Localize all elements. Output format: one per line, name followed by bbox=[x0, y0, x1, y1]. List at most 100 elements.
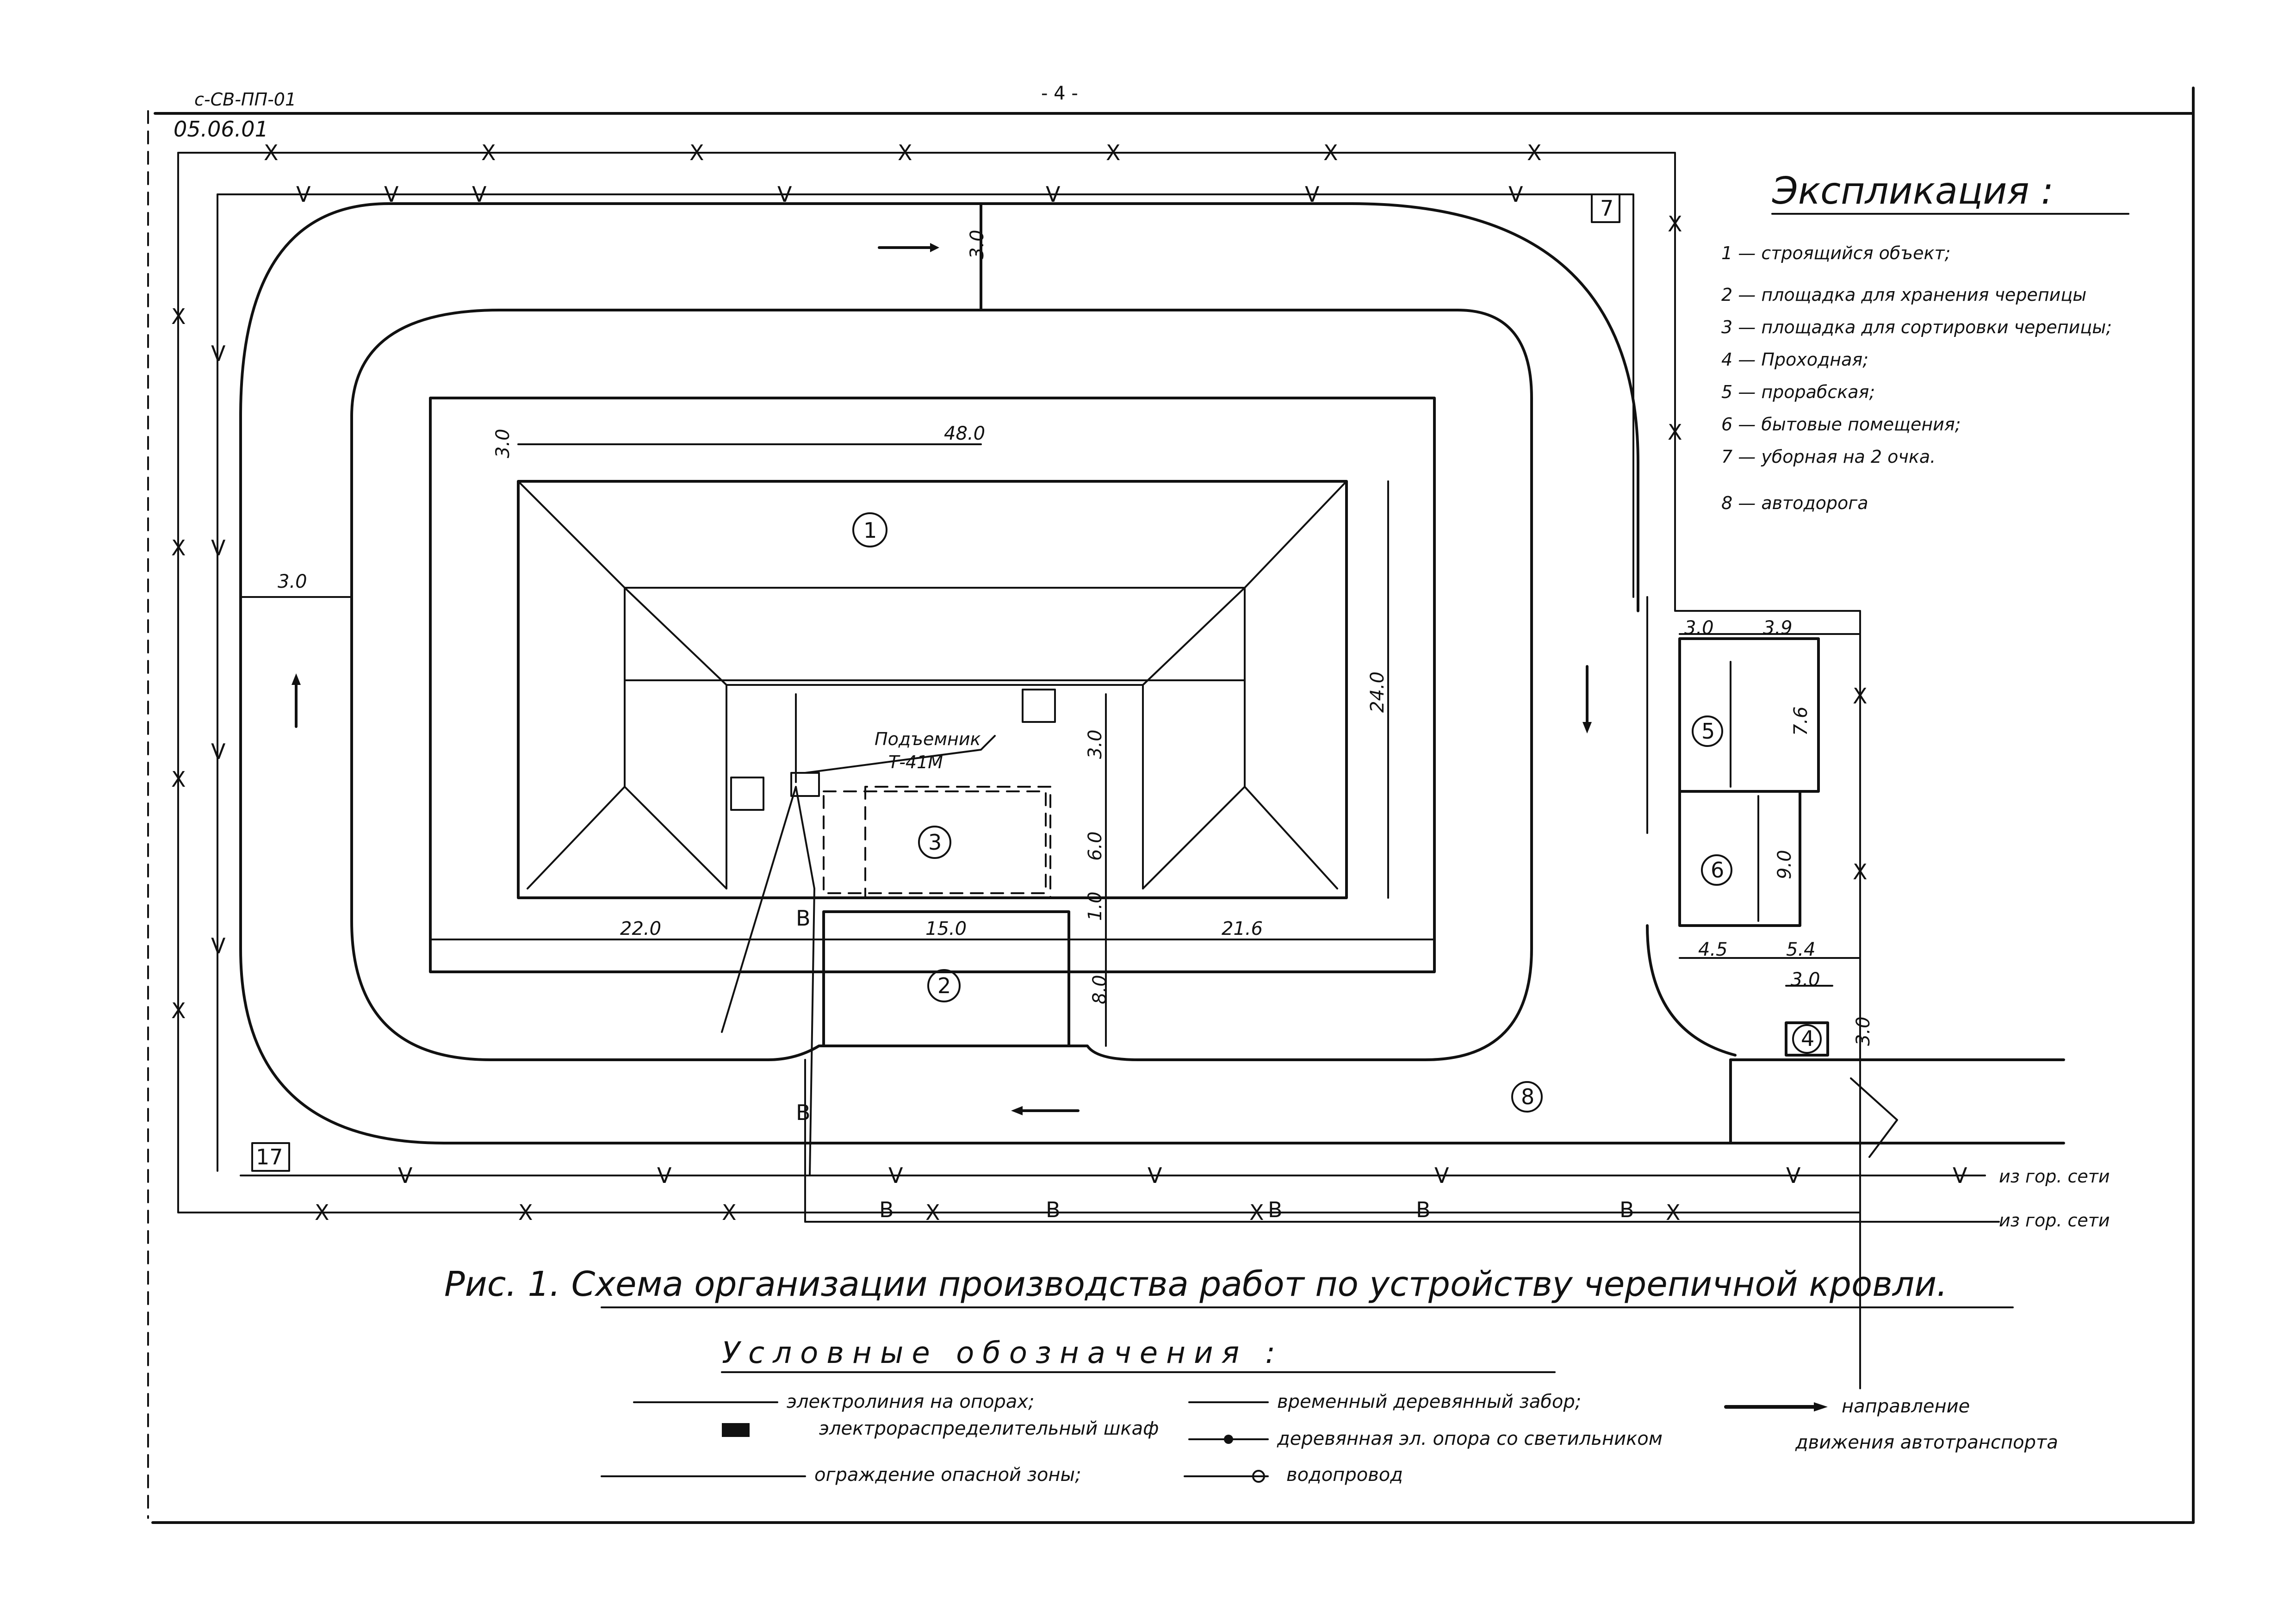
hoist-label-2: Т-41М bbox=[888, 752, 943, 772]
legend-sym-water-end bbox=[1252, 1470, 1265, 1483]
temporary-fence bbox=[177, 152, 1861, 1389]
svg-text:V: V bbox=[1786, 1163, 1801, 1188]
circle-marker-5: 5 bbox=[1692, 715, 1723, 747]
water-line-marks: В В В В В В В bbox=[796, 906, 1634, 1222]
svg-text:X: X bbox=[1668, 420, 1682, 445]
explication-item-7: 7 — уборная на 2 очка. bbox=[1721, 447, 1936, 467]
site-office-block bbox=[1678, 633, 1861, 959]
svg-text:X: X bbox=[1668, 211, 1682, 236]
distribution-cabinet bbox=[730, 777, 764, 811]
svg-text:X: X bbox=[898, 140, 912, 165]
svg-text:X: X bbox=[689, 140, 704, 165]
svg-text:X: X bbox=[171, 998, 186, 1023]
figure-caption: Рис. 1. Схема организации производства р… bbox=[444, 1264, 1948, 1304]
svg-text:3.0: 3.0 bbox=[1684, 617, 1714, 639]
svg-text:X: X bbox=[315, 1200, 329, 1225]
svg-text:1.0: 1.0 bbox=[1085, 891, 1106, 921]
area-3-sorting bbox=[823, 790, 1047, 894]
svg-text:В: В bbox=[1268, 1197, 1283, 1222]
svg-text:V: V bbox=[657, 1163, 672, 1188]
svg-text:21.6: 21.6 bbox=[1222, 918, 1263, 939]
fence-marks: X X X X X X X X X X X X X X X X X X X X … bbox=[171, 140, 1868, 1225]
circle-marker-6: 6 bbox=[1701, 854, 1732, 886]
hoist-label-1: Подъемник bbox=[875, 729, 981, 749]
svg-text:В: В bbox=[796, 906, 811, 931]
svg-text:22.0: 22.0 bbox=[620, 918, 661, 939]
circle-marker-3: 3 bbox=[918, 826, 951, 859]
svg-text:17: 17 bbox=[256, 1144, 283, 1169]
gatehouse-4 bbox=[1785, 1021, 1829, 1057]
svg-text:3.0: 3.0 bbox=[492, 429, 514, 458]
svg-text:X: X bbox=[1106, 140, 1121, 165]
svg-text:X: X bbox=[1527, 140, 1542, 165]
electric-line-marks: V V V V V V V V V V V V V V V V V V bbox=[211, 182, 1967, 1188]
svg-text:3: 3 bbox=[928, 830, 942, 855]
legend-sym-pole-dot bbox=[1224, 1435, 1233, 1444]
explication-block: Экспликация : 1 — строящийся объект; 2 —… bbox=[1721, 169, 2129, 513]
traffic-arrows bbox=[292, 243, 1592, 1115]
electric-line-on-poles bbox=[217, 193, 1986, 1176]
hoist-leader bbox=[804, 735, 996, 774]
svg-text:15.0: 15.0 bbox=[925, 918, 967, 939]
circle-marker-8: 8 bbox=[1511, 1081, 1543, 1113]
legend-item-electric: электролиния на опорах; bbox=[787, 1391, 1034, 1412]
svg-text:V: V bbox=[211, 341, 226, 366]
svg-text:6: 6 bbox=[1711, 858, 1724, 883]
hoist-mast bbox=[1022, 689, 1056, 723]
doc-code: с-СВ-ПП-01 bbox=[194, 89, 296, 110]
legend-item-fence: временный деревянный забор; bbox=[1277, 1391, 1581, 1412]
svg-text:V: V bbox=[888, 1163, 903, 1188]
explication-item-3: 3 — площадка для сортировки черепицы; bbox=[1721, 317, 2112, 337]
gate-swing bbox=[1850, 1077, 1898, 1158]
svg-text:В: В bbox=[796, 1100, 811, 1125]
svg-text:3.0: 3.0 bbox=[1791, 969, 1820, 990]
legend-item-water: водопровод bbox=[1286, 1464, 1403, 1486]
building-1-roof bbox=[517, 480, 1348, 899]
legend-block: Условные обозначения : электролиния на о… bbox=[601, 1336, 2058, 1486]
svg-text:V: V bbox=[1434, 1163, 1449, 1188]
circle-marker-1: 1 bbox=[852, 512, 887, 547]
svg-text:X: X bbox=[1666, 1200, 1681, 1225]
svg-text:5: 5 bbox=[1701, 719, 1715, 744]
svg-text:V: V bbox=[211, 933, 226, 958]
svg-text:7: 7 bbox=[1600, 196, 1613, 221]
svg-text:В: В bbox=[879, 1197, 894, 1222]
svg-text:X: X bbox=[171, 767, 186, 792]
legend-sym-cabinet bbox=[722, 1423, 750, 1437]
svg-text:X: X bbox=[1249, 1200, 1264, 1225]
explication-item-6: 6 — бытовые помещения; bbox=[1721, 414, 1961, 435]
road-outer-edge bbox=[239, 202, 1737, 1144]
svg-text:9.0: 9.0 bbox=[1774, 850, 1795, 879]
svg-text:6.0: 6.0 bbox=[1085, 831, 1106, 861]
svg-text:X: X bbox=[518, 1200, 533, 1225]
circle-marker-4: 4 bbox=[1792, 1024, 1822, 1054]
hazard-zone-inner bbox=[864, 786, 1051, 899]
svg-text:1: 1 bbox=[863, 518, 877, 543]
page-number: - 4 - bbox=[1041, 83, 1078, 104]
svg-text:3.9: 3.9 bbox=[1763, 617, 1793, 639]
svg-text:V: V bbox=[296, 182, 311, 207]
svg-text:5.4: 5.4 bbox=[1786, 939, 1816, 960]
svg-text:24.0: 24.0 bbox=[1367, 672, 1388, 713]
svg-text:В: В bbox=[1046, 1197, 1061, 1222]
svg-text:V: V bbox=[211, 535, 226, 560]
svg-text:V: V bbox=[1046, 182, 1061, 207]
svg-text:X: X bbox=[481, 140, 496, 165]
svg-text:V: V bbox=[398, 1163, 413, 1188]
toilet-marker-bottom: 17 bbox=[251, 1142, 290, 1172]
legend-title: Условные обозначения : bbox=[722, 1336, 1284, 1370]
explication-item-1: 1 — строящийся объект; bbox=[1721, 243, 1950, 263]
svg-text:3.0: 3.0 bbox=[1853, 1016, 1874, 1046]
svg-text:V: V bbox=[1148, 1163, 1162, 1188]
toilet-marker-top: 7 bbox=[1591, 193, 1620, 223]
svg-text:V: V bbox=[777, 182, 792, 207]
svg-text:В: В bbox=[1416, 1197, 1431, 1222]
svg-text:X: X bbox=[1853, 684, 1868, 709]
building-1-footprint bbox=[429, 397, 1436, 973]
explication-item-4: 4 — Проходная; bbox=[1721, 349, 1868, 370]
explication-item-8: 8 — автодорога bbox=[1721, 493, 1868, 513]
legend-item-cabinet: электрораспределительный шкаф bbox=[819, 1418, 1159, 1439]
svg-text:4.5: 4.5 bbox=[1698, 939, 1728, 960]
legend-item-pole: деревянная эл. опора со светильником bbox=[1277, 1428, 1663, 1449]
